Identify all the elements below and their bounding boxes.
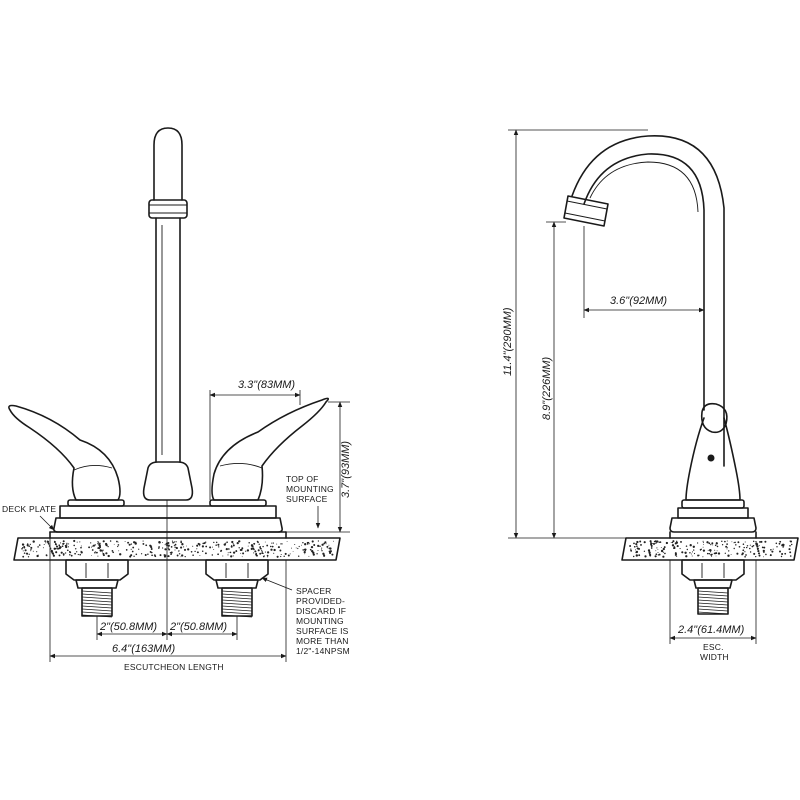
spacer-line-6: MORE THAN <box>296 636 349 646</box>
dim-esc-width-label: 2.4"(61.4MM) <box>677 624 745 636</box>
dim-overall-height: 11.4"(290MM) <box>502 129 648 539</box>
handle-screw-icon <box>707 454 715 462</box>
side-handle <box>700 402 728 462</box>
dim-center-left-label: 2"(50.8MM) <box>99 621 157 633</box>
dim-handle-height: 3.7"(93MM) <box>286 401 352 533</box>
dim-spout-height: 8.9"(226MM) <box>541 221 566 539</box>
dim-spout-reach-label: 3.6"(92MM) <box>610 295 667 307</box>
dim-escutcheon-label: 6.4"(163MM) <box>112 643 176 655</box>
dim-overall-height-label: 11.4"(290MM) <box>502 307 514 376</box>
dim-centers: 2"(50.8MM) 2"(50.8MM) <box>96 500 238 640</box>
left-shank <box>65 559 129 618</box>
top-mounting-line-3: SURFACE <box>286 494 328 504</box>
gooseneck-spout <box>563 135 725 467</box>
dim-handle-spread: 3.3"(83MM) <box>209 379 301 500</box>
countertop-front <box>13 537 341 561</box>
spacer-line-5: SURFACE IS <box>296 626 349 636</box>
side-shank <box>681 559 745 615</box>
top-mounting-note: TOP OF MOUNTING SURFACE <box>286 474 334 529</box>
left-handle <box>8 404 125 507</box>
dim-esc-width: 2.4"(61.4MM) ESC. WIDTH <box>669 560 757 662</box>
spacer-line-7: 1/2"-14NPSM <box>296 646 350 656</box>
dim-handle-height-label: 3.7"(93MM) <box>340 441 352 498</box>
spacer-line-4: MOUNTING <box>296 616 344 626</box>
spacer-line-1: SPACER <box>296 586 332 596</box>
top-mounting-line-1: TOP OF <box>286 474 319 484</box>
side-body <box>669 417 757 539</box>
dim-spout-height-label: 8.9"(226MM) <box>541 356 553 420</box>
spacer-note: SPACER PROVIDED- DISCARD IF MOUNTING SUR… <box>261 577 350 656</box>
front-view: 3.3"(83MM) 3.7"(93MM) TOP OF MOUNTING SU… <box>2 127 352 672</box>
deck-plate-note: DECK PLATE <box>2 504 56 531</box>
countertop-side <box>621 537 799 561</box>
escutcheon-length-label: ESCUTCHEON LENGTH <box>124 662 224 672</box>
dim-center-right-label: 2"(50.8MM) <box>169 621 227 633</box>
spacer-line-3: DISCARD IF <box>296 606 346 616</box>
esc-width-line-2: WIDTH <box>700 652 729 662</box>
esc-width-line-1: ESC. <box>703 642 724 652</box>
right-shank <box>205 559 269 618</box>
dim-handle-spread-label: 3.3"(83MM) <box>238 379 295 391</box>
dim-escutcheon-length: 6.4"(163MM) ESCUTCHEON LENGTH <box>49 538 287 672</box>
spacer-line-2: PROVIDED- <box>296 596 345 606</box>
dim-spout-reach: 3.6"(92MM) <box>583 226 705 318</box>
side-view: 11.4"(290MM) 8.9"(226MM) 3.6"(92MM) 2.4"… <box>502 129 799 662</box>
spout-front <box>142 127 194 501</box>
escutcheon-front <box>49 505 287 539</box>
deck-plate-label: DECK PLATE <box>2 504 56 514</box>
top-mounting-line-2: MOUNTING <box>286 484 334 494</box>
